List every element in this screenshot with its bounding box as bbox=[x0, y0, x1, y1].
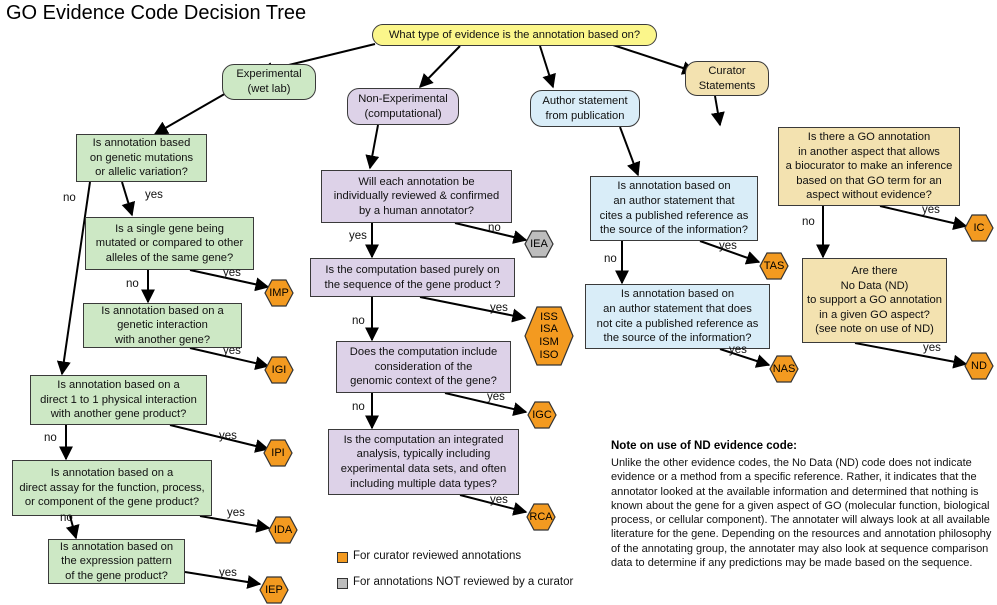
label-yes: yes bbox=[487, 391, 505, 403]
root-question: What type of evidence is the annotation … bbox=[372, 24, 657, 46]
label-no: no bbox=[63, 192, 76, 204]
legend-not-reviewed-label: For annotations NOT reviewed by a curato… bbox=[353, 576, 574, 588]
question-single-gene: Is a single gene being mutated or compar… bbox=[85, 217, 254, 270]
label-no: no bbox=[802, 216, 815, 228]
label-yes: yes bbox=[490, 302, 508, 314]
label-yes: yes bbox=[729, 344, 747, 356]
label-no: no bbox=[44, 432, 57, 444]
note-heading: Note on use of ND evidence code: bbox=[611, 440, 797, 452]
label-yes: yes bbox=[223, 345, 241, 357]
legend-reviewed-label: For curator reviewed annotations bbox=[353, 550, 522, 562]
label-no: no bbox=[352, 401, 365, 413]
evidence-code-igc: IGC bbox=[527, 401, 557, 429]
evidence-code-iso: ISO bbox=[539, 348, 559, 361]
question-inferred-by-curator: Is there a GO annotation in another aspe… bbox=[778, 127, 960, 206]
label-yes: yes bbox=[922, 204, 940, 216]
question-integrated-analysis: Is the computation an integrated analysi… bbox=[328, 429, 519, 495]
category-curator-statements: Curator Statements bbox=[685, 61, 769, 96]
label-yes: yes bbox=[219, 430, 237, 442]
label-yes: yes bbox=[719, 240, 737, 252]
page-title: GO Evidence Code Decision Tree bbox=[6, 2, 307, 24]
question-human-review: Will each annotation be individually rev… bbox=[321, 170, 512, 223]
label-no: no bbox=[352, 315, 365, 327]
label-yes: yes bbox=[490, 494, 508, 506]
evidence-code-igi: IGI bbox=[264, 356, 294, 384]
evidence-code-nd: ND bbox=[964, 352, 994, 380]
question-no-reference: Is annotation based on an author stateme… bbox=[585, 284, 770, 349]
evidence-code-ida: IDA bbox=[268, 516, 298, 544]
legend-not-reviewed-swatch bbox=[337, 578, 348, 589]
label-yes: yes bbox=[145, 189, 163, 201]
label-no: no bbox=[604, 253, 617, 265]
label-yes: yes bbox=[219, 567, 237, 579]
evidence-code-imp: IMP bbox=[264, 279, 294, 307]
question-genomic-context: Does the computation include considerati… bbox=[336, 341, 511, 393]
question-direct-assay: Is annotation based on a direct assay fo… bbox=[12, 460, 212, 516]
evidence-code-ic: IC bbox=[964, 214, 994, 242]
evidence-code-ism: ISM bbox=[539, 336, 559, 348]
label-no: no bbox=[126, 278, 139, 290]
question-genetic-interaction: Is annotation based on a genetic interac… bbox=[83, 303, 242, 348]
question-genetic-mutations: Is annotation based on genetic mutations… bbox=[76, 134, 207, 182]
category-author-statement: Author statement from publication bbox=[530, 90, 640, 127]
category-experimental: Experimental (wet lab) bbox=[222, 64, 316, 100]
label-yes: yes bbox=[227, 507, 245, 519]
question-cites-reference: Is annotation based on an author stateme… bbox=[590, 176, 758, 241]
evidence-code-nas: NAS bbox=[769, 355, 799, 383]
label-yes: yes bbox=[223, 267, 241, 279]
evidence-code-sequence-group: ISS ISA ISM ISO bbox=[524, 306, 574, 366]
evidence-code-isa: ISA bbox=[540, 323, 558, 336]
legend-reviewed-swatch bbox=[337, 552, 348, 563]
label-no: no bbox=[60, 512, 73, 524]
evidence-code-iep: IEP bbox=[259, 576, 289, 604]
evidence-code-iss: ISS bbox=[540, 310, 558, 323]
note-body: Unlike the other evidence codes, the No … bbox=[611, 457, 992, 570]
label-no: no bbox=[488, 222, 501, 234]
question-sequence-based: Is the computation based purely on the s… bbox=[310, 258, 515, 297]
evidence-code-iea: IEA bbox=[524, 230, 554, 258]
evidence-code-ipi: IPI bbox=[263, 439, 293, 467]
evidence-code-rca: RCA bbox=[526, 503, 556, 531]
label-yes: yes bbox=[349, 230, 367, 242]
category-computational: Non-Experimental (computational) bbox=[347, 88, 459, 125]
question-expression-pattern: Is annotation based on the expression pa… bbox=[48, 539, 185, 584]
question-physical-interaction: Is annotation based on a direct 1 to 1 p… bbox=[30, 375, 207, 425]
label-yes: yes bbox=[923, 342, 941, 354]
evidence-code-tas: TAS bbox=[759, 252, 789, 280]
question-no-data: Are there No Data (ND) to support a GO a… bbox=[802, 258, 947, 343]
